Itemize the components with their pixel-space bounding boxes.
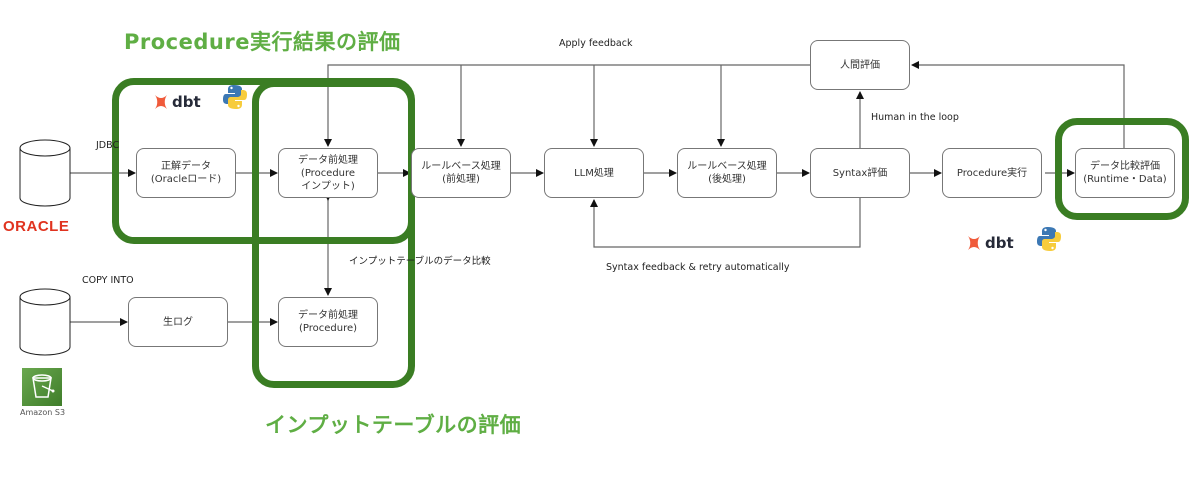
label-human-in-loop: Human in the loop [871, 112, 959, 123]
edge-syntax-feedback [590, 198, 861, 248]
dbt-icon [968, 236, 980, 250]
node-raw-log[interactable]: 生ログ [128, 297, 228, 347]
node-syntax-eval[interactable]: Syntax評価 [810, 148, 910, 198]
python-icon [1037, 227, 1061, 251]
s3-bucket-icon [22, 368, 62, 406]
node-preprocess-input[interactable]: データ前処理 (Procedure インプット) [278, 148, 378, 198]
database-cylinder-icon [19, 288, 71, 356]
input-table-eval-title: インプットテーブルの評価 [265, 413, 522, 437]
edge-compare-to-human [911, 61, 1125, 148]
node-preprocess-procedure[interactable]: データ前処理 (Procedure) [278, 297, 378, 347]
label-input-compare: インプットテーブルのデータ比較 [349, 256, 491, 267]
database-cylinder-icon [19, 139, 71, 207]
dbt-logo: dbt [153, 93, 201, 111]
dbt-logo: dbt [966, 234, 1014, 252]
label-jdbc: JDBC [96, 140, 120, 151]
label-syntax-feedback: Syntax feedback & retry automatically [606, 262, 790, 273]
node-procedure-exec[interactable]: Procedure実行 [942, 148, 1042, 198]
dbt-icon [154, 95, 167, 109]
node-human-eval[interactable]: 人間評価 [810, 40, 910, 90]
procedure-eval-title: Procedure実行結果の評価 [124, 30, 401, 54]
label-copy-into: COPY INTO [82, 275, 134, 286]
edge-apply-feedback-bus [324, 64, 810, 147]
node-data-compare[interactable]: データ比較評価 (Runtime・Data) [1075, 148, 1175, 198]
python-icon [223, 85, 247, 109]
node-llm[interactable]: LLM処理 [544, 148, 644, 198]
oracle-logo: ORACLE [3, 218, 70, 235]
node-correct-data[interactable]: 正解データ (Oracleロード) [136, 148, 236, 198]
node-rule-post[interactable]: ルールベース処理 (後処理) [677, 148, 777, 198]
label-apply-feedback: Apply feedback [559, 38, 633, 49]
s3-label: Amazon S3 [20, 408, 66, 417]
node-rule-pre[interactable]: ルールベース処理 (前処理) [411, 148, 511, 198]
